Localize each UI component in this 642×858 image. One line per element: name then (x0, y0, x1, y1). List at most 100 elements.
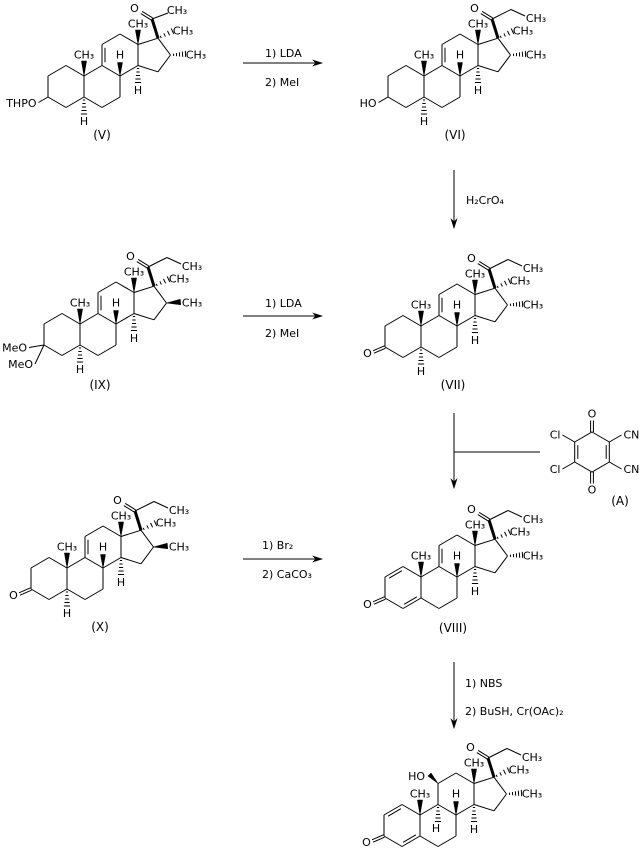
bond-lines (378, 9, 526, 108)
atom-label-me17: CH₃ (169, 273, 189, 286)
atom-label-o3: O (9, 589, 18, 602)
atom-label-me13: CH₃ (465, 519, 485, 532)
atom-label-me13: CH₃ (468, 18, 488, 31)
c17-c20-bold-bond (150, 18, 160, 39)
atom-label-o3: O (363, 347, 372, 360)
atom-label-me21: CH₃ (182, 260, 202, 273)
atom-label-me10: CH₃ (410, 788, 430, 801)
atom-label-me17: CH₃ (510, 526, 530, 539)
atom-label-h14: H (134, 84, 142, 97)
reagent-bush-croac: 2) BuSH, Cr(OAc)₂ (465, 705, 564, 718)
atom-label-o20: O (467, 252, 476, 265)
c17-c20-bold-bond (487, 268, 497, 289)
quinone-bond-lines (562, 420, 622, 484)
atom-label-me16: CH₃ (182, 297, 202, 310)
atom-label-o-top: O (588, 408, 597, 421)
atom-label-o20: O (113, 494, 122, 507)
arrows (243, 59, 540, 730)
atom-label-h5: H (80, 115, 88, 128)
hash-bonds (420, 28, 527, 115)
hash-bonds (471, 529, 524, 584)
reagent-lda-top: 1) LDA (265, 47, 302, 60)
bond-lines (18, 501, 169, 600)
atom-label-h5: H (63, 607, 71, 620)
c17-c20-bold-bond (146, 266, 156, 287)
wedge-bonds (77, 277, 181, 325)
reagent-mei-top: 2) MeI (265, 76, 299, 89)
atom-label-h5: H (417, 365, 425, 378)
bond-lines (372, 510, 523, 609)
compound-label-viii: (VIII) (439, 621, 467, 635)
atom-label-me16: CH₃ (523, 299, 543, 312)
atom-label-h8: H (453, 299, 461, 312)
atom-label-h8: H (116, 49, 124, 62)
atom-label-meo2: MeO (8, 358, 33, 371)
wedge-bonds (81, 29, 141, 77)
compound-label-vii: (VII) (441, 378, 466, 392)
bond-lines (371, 748, 522, 847)
c17-c20-bold-bond (490, 18, 500, 39)
compound-label-x: (X) (91, 620, 109, 634)
bond-lines (28, 257, 182, 365)
atom-label-me16: CH₃ (526, 49, 546, 62)
bond-lines (372, 259, 523, 358)
atom-label-o3: O (362, 836, 371, 849)
atom-label-me10: CH₃ (411, 550, 431, 563)
reagent-mei-mid: 2) MeI (265, 327, 299, 340)
atom-label-me16: CH₃ (169, 541, 189, 554)
atom-label-me17: CH₃ (509, 764, 529, 777)
atom-label-me13: CH₃ (128, 18, 148, 31)
atom-label-h5: H (76, 363, 84, 376)
atom-label-me13: CH₃ (464, 757, 484, 770)
atom-label-o20: O (470, 2, 479, 15)
atom-label-c3: HO (360, 97, 377, 110)
atom-label-me10: CH₃ (74, 49, 94, 62)
hash-bonds (76, 276, 171, 363)
atom-label-meo1: MeO (2, 342, 27, 355)
atom-label-h14: H (474, 84, 482, 97)
atom-label-h8: H (456, 49, 464, 62)
atom-label-me17: CH₃ (510, 275, 530, 288)
reagent-labels: 1) LDA 2) MeI H₂CrO₄ 1) LDA 2) MeI 1) Br… (262, 47, 564, 718)
atom-label-me21: CH₃ (169, 504, 189, 517)
atom-label-me16: CH₃ (186, 49, 206, 62)
atom-label-me16: CH₃ (522, 788, 542, 801)
atom-label-me10: CH₃ (414, 49, 434, 62)
atom-label-h9: H (432, 822, 440, 835)
atom-label-o20: O (130, 2, 139, 15)
atom-label-h5: H (420, 115, 428, 128)
atom-label-me17: CH₃ (173, 25, 193, 38)
compound-label-ix: (IX) (89, 378, 110, 392)
atom-label-me21: CH₃ (167, 4, 187, 17)
atom-label-cl-lower: Cl (550, 463, 561, 476)
atom-label-me10: CH₃ (70, 297, 90, 310)
hash-bonds (80, 28, 187, 115)
atom-label-me17: CH₃ (513, 25, 533, 38)
atom-label-h14: H (471, 585, 479, 598)
reagent-br2: 1) Br₂ (262, 539, 293, 552)
hash-bonds (434, 767, 523, 822)
atom-label-ho11: HO (408, 770, 425, 783)
reagent-chromic: H₂CrO₄ (466, 194, 505, 207)
atom-label-cl-upper: Cl (550, 429, 561, 442)
reagent-lda-mid: 1) LDA (265, 297, 302, 310)
atom-label-o20: O (466, 741, 475, 754)
atom-label-me16: CH₃ (523, 550, 543, 563)
atom-label-me21: CH₃ (523, 262, 543, 275)
compound-label-a: (A) (611, 494, 629, 508)
hash-bonds (63, 520, 158, 607)
wedge-bonds (418, 530, 478, 578)
atom-label-o20: O (126, 250, 135, 263)
c17-c20-bold-bond (486, 757, 496, 778)
atom-label-h8: H (453, 550, 461, 563)
atom-label-me10: CH₃ (411, 299, 431, 312)
